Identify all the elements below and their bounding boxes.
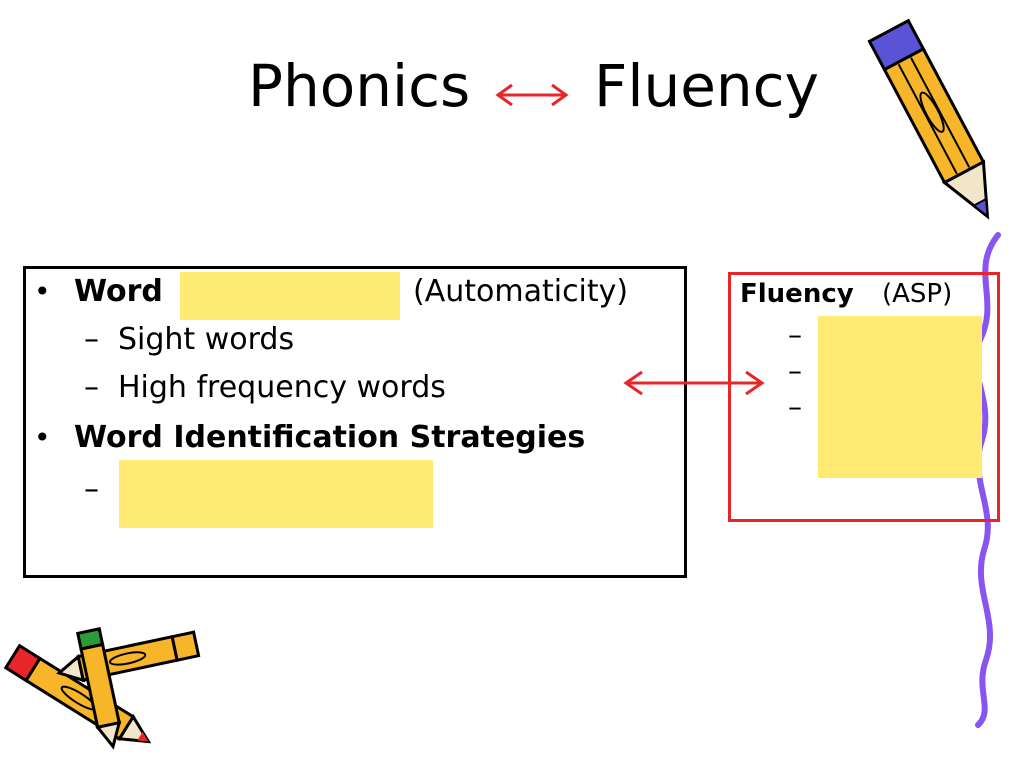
double-arrow-icon (623, 370, 765, 396)
bullet-word-label: Word (74, 274, 163, 309)
fluency-box-asp: (ASP) (882, 279, 953, 309)
title-phonics: Phonics (248, 52, 471, 120)
highlight-blank (180, 272, 400, 320)
bullet-dot: • (34, 421, 51, 454)
bullet-dot: • (34, 275, 51, 308)
sub-dash: – (84, 472, 99, 507)
title-fluency: Fluency (594, 52, 819, 120)
sub-dash: – (788, 390, 802, 423)
fluency-box-title: Fluency (740, 279, 854, 309)
highlight-blank (818, 316, 982, 478)
bullet-automaticity: (Automaticity) (413, 274, 629, 309)
subitem-sight-words: Sight words (118, 322, 295, 357)
subitem-high-frequency-words: High frequency words (118, 370, 446, 405)
sub-dash: – (84, 370, 99, 405)
squiggle-line (972, 232, 1001, 728)
fluency-box (728, 272, 1000, 522)
sub-dash: – (788, 318, 802, 351)
pencil-icon (867, 18, 990, 220)
highlight-blank (119, 460, 433, 528)
crossed-pencils-icon (3, 627, 201, 750)
bullet-word-identification: Word Identification Strategies (74, 420, 586, 455)
sub-dash: – (84, 322, 99, 357)
sub-dash: – (788, 354, 802, 387)
double-arrow-icon (495, 83, 569, 107)
phonics-content-box (23, 266, 687, 578)
